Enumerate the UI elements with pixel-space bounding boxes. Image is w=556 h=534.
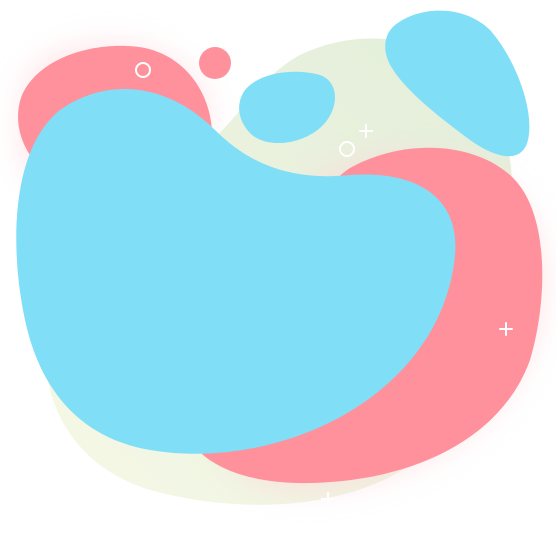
ring-decoration (291, 516, 307, 532)
plus-decoration (499, 322, 513, 336)
plus-decoration (321, 492, 335, 506)
plus-decoration (359, 124, 373, 138)
ring-decoration (339, 141, 355, 157)
blue-blob-main (16, 88, 456, 454)
pink-dot (199, 47, 231, 79)
ring-decoration (135, 62, 151, 78)
blue-blob-top-right (385, 10, 530, 157)
blue-blob-small (239, 71, 335, 144)
plus-decoration (537, 194, 549, 206)
